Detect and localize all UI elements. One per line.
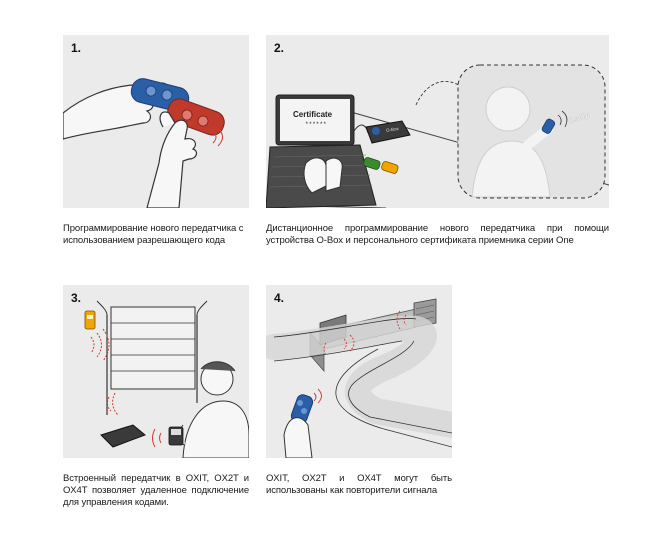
step-3-caption: Встроенный передатчик в OXIT, OX2T и OX4… (63, 473, 249, 508)
hands-with-remotes-drawing (63, 78, 225, 208)
obox-device-icon (365, 120, 411, 144)
step-3-number: 3. (71, 291, 82, 305)
step-2-number: 2. (274, 41, 285, 55)
person-silhouette (471, 86, 553, 198)
step-2-caption: Дистанционное программирование нового пе… (266, 223, 609, 246)
certificate-code: ****** (305, 121, 327, 128)
blue-remote-icon (541, 118, 556, 134)
step-1-illustration: 1. (63, 35, 249, 208)
step-4-illustration: 4. (266, 285, 452, 458)
certificate-title: Certificate (293, 110, 333, 119)
green-remote-icon (363, 157, 381, 170)
step-3-illustration: 3. (63, 285, 249, 458)
garage-door-drawing (84, 300, 249, 458)
laptop-obox-drawing (266, 64, 609, 208)
repeater-path-drawing (266, 298, 452, 458)
oxit-receiver-icon (100, 424, 146, 448)
step-4-caption: OXIT, OX2T и OX4T могут быть использован… (266, 473, 452, 496)
step-2-illustration: 2. (266, 35, 609, 208)
step-1-caption: Программирование нового передатчика с ис… (63, 223, 244, 246)
step-4-number: 4. (274, 291, 285, 305)
blue-remote-icon (290, 394, 314, 424)
red-remote-icon (167, 98, 225, 136)
wall-receiver-icon (84, 310, 96, 330)
handheld-remote-icon (168, 426, 184, 446)
yellow-remote-icon (381, 161, 399, 174)
step-1-number: 1. (71, 41, 82, 55)
